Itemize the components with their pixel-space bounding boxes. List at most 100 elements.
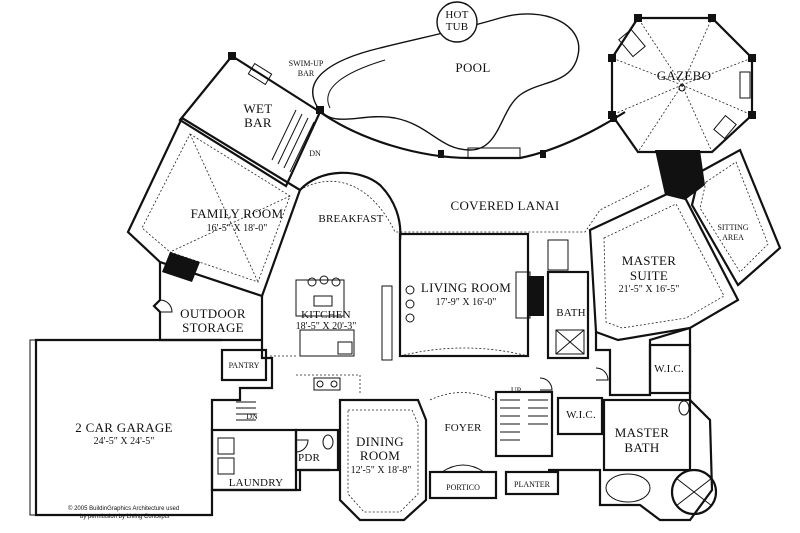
pantry-walls: [220, 348, 268, 382]
lanai-columns: [438, 115, 617, 158]
sitting-area-walls: [690, 148, 782, 287]
gazebo-grill: [618, 28, 646, 58]
gazebo-rafters: [611, 17, 753, 153]
closet-shelf: [547, 239, 569, 271]
garage-dimension: 24'-5" X 24'-5": [94, 436, 155, 447]
kitchen-dimension: 18'-5" X 20'-3": [296, 321, 357, 332]
kitchen-sink: [313, 295, 333, 307]
living-room-arch: [399, 347, 529, 357]
sitting-area-inner: [699, 161, 769, 273]
swim-up-counter: [247, 62, 273, 86]
wic-right-walls: [648, 343, 692, 395]
pdr-label: PDR: [298, 452, 320, 464]
gazebo-sink: [713, 114, 737, 140]
master-suite-dimension: 21'-5" X 16'-5": [619, 284, 680, 295]
copyright-line-1: © 2005 BuildinGraphics Architecture used: [68, 505, 179, 512]
lanai-lower-edge: [299, 180, 651, 233]
main-stair-treads: [500, 399, 548, 441]
dn-upper-label: DN: [309, 149, 321, 158]
bath-label: BATH: [556, 307, 586, 319]
pdr-toilet: [322, 434, 334, 450]
breakfast-bay: [299, 171, 402, 241]
garage-label: 2 CAR GARAGE: [75, 420, 173, 435]
gazebo-label: GAZEBO: [657, 68, 712, 83]
house-exterior-east: [548, 326, 714, 522]
family-room-walls: [126, 116, 302, 298]
pool-outline: [312, 13, 580, 151]
pool-label: POOL: [455, 60, 490, 75]
garage-door-frame: [29, 339, 37, 516]
lanai-bench: [467, 147, 521, 159]
master-bath-round-shower: [670, 468, 718, 516]
planter-walls: [504, 470, 560, 496]
living-room-label: LIVING ROOM: [421, 280, 511, 295]
wic-center-walls: [556, 396, 604, 436]
dining-room-tray: [347, 409, 419, 513]
portico-label: PORTICO: [446, 483, 480, 492]
laundry-dryer: [217, 457, 235, 475]
round-shower-grid: [675, 477, 713, 507]
foyer-arch: [429, 392, 495, 401]
bath-fireplace-core: [528, 276, 544, 316]
copyright-line-2: by permission by Living Concepts: [80, 514, 169, 520]
wic-center-label: W.I.C.: [566, 409, 596, 421]
kitchen-label: KITCHEN: [301, 309, 351, 321]
mudroom-stair: [236, 401, 256, 421]
pantry-label: PANTRY: [229, 361, 260, 370]
gazebo-counter: [739, 71, 751, 99]
master-bath-toilet: [678, 400, 690, 416]
portico-arch: [441, 464, 485, 473]
living-room-dimension: 17'-9" X 16'-0": [436, 297, 497, 308]
wet-bar-post-2: [316, 106, 324, 114]
bath-shower: [555, 329, 585, 355]
wet-bar-post-1: [228, 52, 236, 60]
gazebo-center-fan: [678, 84, 686, 92]
living-room-chairs: [405, 285, 415, 323]
hot-tub-outline: [436, 1, 478, 43]
dining-room-dimension: 12'-5" X 18'-8": [351, 465, 412, 476]
wic-right-label: W.I.C.: [654, 363, 684, 375]
family-room-fireplace: [162, 252, 200, 282]
kitchen-stools: [307, 275, 341, 287]
breakfast-label: BREAKFAST: [318, 213, 383, 225]
master-bath-tub: [605, 473, 651, 503]
bath-walls: [546, 270, 590, 360]
wet-bar-stair: [271, 109, 315, 173]
covered-lanai-label: COVERED LANAI: [451, 198, 560, 213]
portico-walls: [428, 470, 498, 500]
pdr-walls: [294, 428, 340, 472]
master-suite-tray: [603, 203, 725, 329]
kitchen-range: [313, 377, 341, 391]
family-room-label: FAMILY ROOM: [191, 206, 284, 221]
wet-bar-walls: [178, 54, 322, 188]
living-room-walls: [398, 232, 530, 358]
dn-lower-label: DN: [246, 412, 258, 421]
dining-room-walls: [338, 398, 428, 522]
planter-label: PLANTER: [514, 480, 551, 489]
stair-walls: [494, 390, 554, 458]
up-label: UP: [511, 386, 522, 395]
house-exterior-west: [210, 296, 330, 492]
family-room-tray: [141, 133, 291, 283]
kitchen-counter-line: [270, 355, 361, 395]
lanai-fireplace: [655, 150, 705, 200]
kitchen-island: [299, 329, 355, 357]
foyer-label: FOYER: [444, 422, 482, 434]
bath-shower-x2: [555, 329, 585, 355]
laundry-label: LAUNDRY: [229, 477, 284, 489]
laundry-washer: [217, 437, 235, 455]
master-bath-walls: [602, 398, 692, 472]
kitchen-burners: [316, 380, 338, 388]
living-room-bar: [381, 285, 393, 361]
door-swings: [159, 299, 609, 453]
pool-bench: [327, 59, 386, 109]
